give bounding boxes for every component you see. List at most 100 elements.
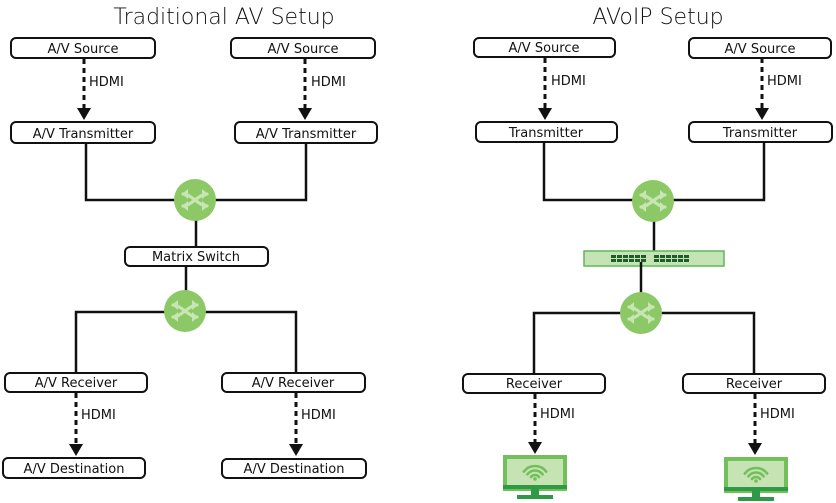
source-box [473,37,616,58]
monitor-screen [507,459,563,485]
switch-port [660,259,665,262]
switch-port [666,255,671,258]
router-icon [630,178,676,224]
destination-node: A/V Destination [221,458,367,479]
avoip-title: AVoIP Setup [592,5,723,30]
arrow-down-icon [748,443,762,455]
hdmi-label: HDMI [540,407,575,422]
monitor-screen [728,461,784,487]
source-box [688,37,832,59]
switch-port [635,255,640,258]
monitor-bezel [724,487,788,491]
switch-port [617,259,622,262]
transmitter-box [475,121,618,143]
transmitter-label: A/V Transmitter [256,127,357,142]
destination-label: A/V Destination [244,462,345,477]
transmitter-box [10,121,156,144]
matrix-switch-box [124,246,269,267]
wifi-arc [526,469,544,476]
transmitter-label: Transmitter [722,126,798,141]
receiver-box [221,372,366,393]
traditional-av-section: Traditional AV Setup A/V Source A/V Sour… [2,5,378,479]
receiver-label: A/V Receiver [252,376,335,391]
source-box [230,37,376,59]
switch-port [617,255,622,258]
source-box [10,37,156,59]
source-node: A/V Source [688,37,832,59]
transmitter-label: Transmitter [508,126,584,141]
wifi-arc [522,464,548,473]
hdmi-label: HDMI [551,74,586,89]
wifi-arc [750,475,762,481]
arrow-down-icon [528,442,542,454]
switch-port [654,259,659,262]
source-node: A/V Source [10,37,156,59]
wifi-dot [533,477,537,481]
switch-port [611,259,616,262]
arrow-down-icon [289,444,303,456]
avoip-section: AVoIP Setup A/V Source A/V Source HDMI H… [462,5,833,501]
wifi-dot [754,479,758,483]
source-label: A/V Source [268,42,339,57]
switch-port [623,255,628,258]
network-switch-icon [583,250,725,267]
switch-port [684,255,689,258]
transmitter-box [688,121,833,143]
arrow-down-icon [69,444,83,456]
receiver-node: Receiver [682,373,826,394]
switch-port [611,255,616,258]
arrow-down-icon [538,108,552,120]
transmitter-node: Transmitter [688,121,833,143]
arrow-down-icon [77,108,91,120]
receiver-box [682,373,826,394]
switch-port [641,259,646,262]
arrow-down-icon [755,108,769,120]
switch-port [672,259,677,262]
wireless-display-icon [724,457,788,501]
hdmi-label: HDMI [89,75,124,90]
source-label: A/V Source [48,42,119,57]
monitor-neck [752,491,760,497]
matrix-switch-node: Matrix Switch [124,246,269,267]
switch-port [678,259,683,262]
monitor-bezel [503,485,567,489]
wireless-display-icon [503,455,567,499]
wifi-arc [747,471,765,478]
switch-port [629,255,634,258]
monitor-base [517,495,553,499]
wifi-arc [529,473,541,479]
switch-port [660,255,665,258]
switch-port [623,259,628,262]
switch-port [641,255,646,258]
router-icon [162,288,208,334]
monitor-neck [531,489,539,495]
hdmi-label: HDMI [81,408,116,423]
hdmi-label: HDMI [311,75,346,90]
source-node: A/V Source [473,37,616,58]
hdmi-label: HDMI [767,74,802,89]
receiver-label: Receiver [506,377,563,392]
transmitter-node: Transmitter [475,121,618,143]
matrix-switch-label: Matrix Switch [152,250,240,265]
router-icon [618,290,664,336]
monitor-base [738,497,774,501]
destination-label: A/V Destination [24,462,125,477]
receiver-box [4,372,148,393]
receiver-node: A/V Receiver [4,372,148,393]
traditional-title: Traditional AV Setup [113,5,334,30]
receiver-box [462,373,606,394]
router-icon [172,177,218,223]
destination-box [2,457,146,479]
destination-box [221,458,367,479]
arrow-down-icon [298,108,312,120]
receiver-node: A/V Receiver [221,372,366,393]
switch-ports [611,255,689,262]
transmitter-label: A/V Transmitter [33,127,134,142]
receiver-label: Receiver [726,377,783,392]
switch-port [654,255,659,258]
transmitter-node: A/V Transmitter [10,121,156,144]
source-label: A/V Source [725,42,796,57]
wifi-arc [743,466,769,475]
switch-port [666,259,671,262]
